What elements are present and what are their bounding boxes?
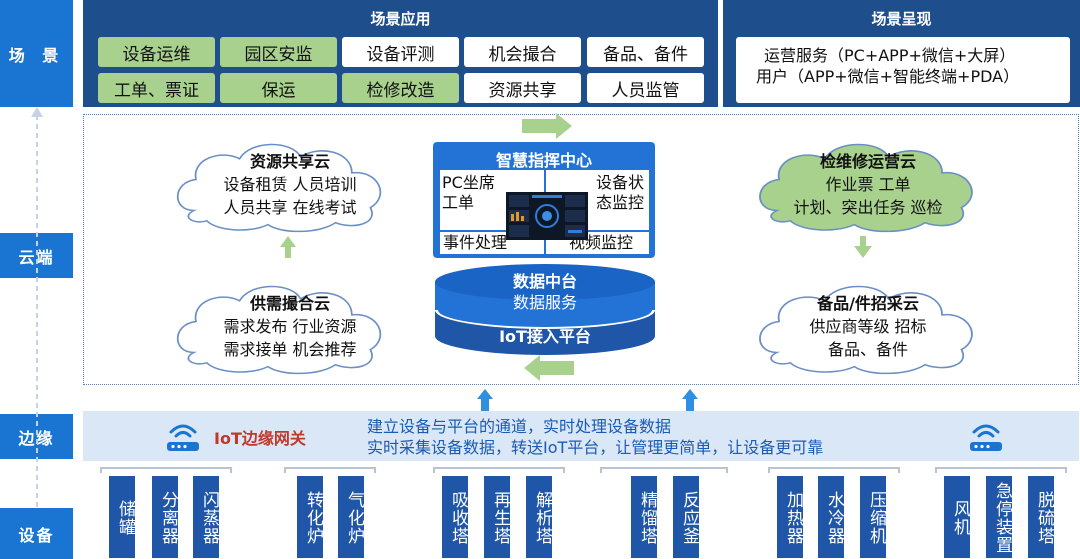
device-tile[interactable]: 加热器: [777, 476, 803, 558]
device-tile[interactable]: 闪蒸器: [193, 476, 219, 558]
device-tile[interactable]: 转化炉: [297, 476, 323, 558]
device-tile[interactable]: 精馏塔: [631, 476, 657, 558]
device-tile[interactable]: 急停装置: [986, 476, 1012, 558]
device-tile[interactable]: 水冷器: [818, 476, 844, 558]
app-tile[interactable]: 工单、票证: [98, 73, 215, 103]
router-icon: [970, 424, 1002, 451]
command-center-title: 智慧指挥中心: [495, 151, 592, 170]
device-group-bracket: [284, 467, 376, 473]
device-group-bracket: [100, 467, 232, 473]
app-tile[interactable]: 资源共享: [464, 73, 581, 103]
device-tile[interactable]: 再生塔: [484, 476, 510, 558]
scene-app-title: 场景应用: [370, 10, 431, 28]
app-tile[interactable]: 机会撮合: [464, 37, 581, 67]
edge-line-1: 建立设备与平台的通道，实时处理设备数据: [367, 417, 672, 436]
arrow-down-green: [854, 236, 872, 258]
edge-band: [83, 411, 1079, 461]
app-tile[interactable]: 检修改造: [342, 73, 459, 103]
device-tile[interactable]: 储罐: [109, 476, 135, 558]
quad-pc-seat: PC坐席 工单: [442, 173, 495, 212]
quad-event: 事件处理: [443, 233, 508, 252]
device-group-bracket: [433, 467, 565, 473]
device-tile[interactable]: 吸收塔: [442, 476, 468, 558]
present-line: 运营服务（PC+APP+微信+大屏）: [764, 46, 1016, 65]
edge-up-arrows: [477, 389, 698, 412]
device-tile[interactable]: 反应釜: [673, 476, 699, 558]
gateway-label: IoT边缘网关: [214, 429, 306, 448]
app-tile[interactable]: 园区安监: [220, 37, 337, 67]
app-tile[interactable]: 人员监管: [587, 73, 704, 103]
device-tile[interactable]: 脱硫塔: [1028, 476, 1054, 558]
cloud-shapes: [176, 113, 973, 381]
data-platform-cylinder: [435, 264, 655, 355]
device-group-bracket: [768, 467, 900, 473]
command-center-body: PC坐席 工单 设备状 态监控 事件处理 视频监控: [440, 170, 649, 254]
device-tile[interactable]: 气化炉: [338, 476, 364, 558]
cloud-maint: 检维修运营云 作业票 工单 计划、突出任务 巡检: [793, 152, 943, 217]
cloud-match: 供需撮合云 需求发布 行业资源 需求接单 机会推荐: [223, 294, 357, 359]
data-platform-title: 数据中台: [512, 272, 577, 291]
device-tile[interactable]: 压缩机: [860, 476, 886, 558]
arrow-left-green: [524, 355, 574, 381]
data-platform-sub: 数据服务: [512, 293, 577, 312]
router-icon: [167, 424, 199, 451]
edge-line-2: 实时采集设备数据，转送IoT平台，让管理更简单，让设备更可靠: [367, 438, 824, 457]
quad-device-monitor: 设备状 态监控: [596, 173, 645, 212]
arrow-up-green: [280, 236, 296, 258]
device-tile[interactable]: 分离器: [152, 476, 178, 558]
device-group-bracket: [935, 467, 1067, 473]
app-tile[interactable]: 备品、备件: [587, 37, 704, 67]
cloud-frame: [83, 114, 1079, 385]
device-tile[interactable]: 解析塔: [526, 476, 552, 558]
cloud-spare: 备品/件招采云 供应商等级 招标 备品、备件: [809, 294, 927, 359]
present-box: 运营服务（PC+APP+微信+大屏） 用户（APP+微信+智能终端+PDA）: [736, 37, 1070, 103]
app-tile[interactable]: 设备运维: [98, 37, 215, 67]
device-tile[interactable]: 风机: [944, 476, 970, 558]
left-flow-line: [31, 107, 43, 507]
iot-platform: IoT接入平台: [499, 327, 591, 346]
app-tile[interactable]: 保运: [220, 73, 337, 103]
layer-device: 设备: [0, 508, 73, 559]
present-line: 用户（APP+微信+智能终端+PDA）: [756, 67, 1020, 86]
dashboard-thumbnail: [506, 192, 588, 240]
cloud-share: 资源共享云 设备租赁 人员培训 人员共享 在线考试: [223, 152, 357, 217]
device-group-bracket: [600, 467, 728, 473]
app-tile[interactable]: 设备评测: [342, 37, 459, 67]
layer-scene: 场 景: [0, 0, 73, 107]
arrow-right-green: [522, 113, 572, 139]
scene-present-title: 场景呈现: [871, 10, 932, 28]
